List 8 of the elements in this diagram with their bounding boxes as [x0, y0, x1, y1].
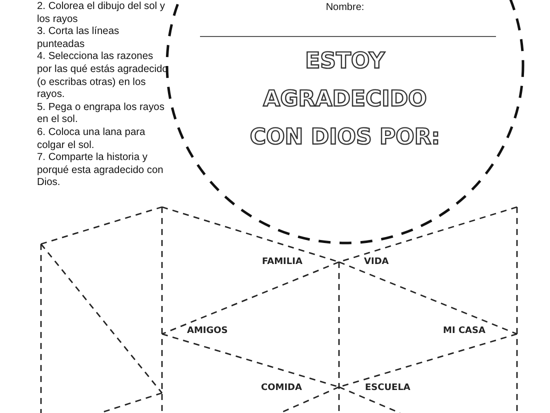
- title: ESTOY AGRADECIDO CON DIOS POR:: [248, 48, 442, 152]
- instruction-text: 6. Coloca una lana para colgar el sol.: [37, 126, 146, 152]
- name-prompt: Nombre:: [324, 2, 366, 14]
- instruction-text: 5. Pega o engrapa los rayos en el sol.: [37, 102, 166, 127]
- instruction-text: 4. Selecciona las razones por las qué estás agradecido (o escribas otras) en los rayos.: [37, 51, 169, 102]
- instruction-text: 7. Comparte la historia y porqué esta agradecido con Dios.: [37, 152, 164, 190]
- instruction-text: 3. Corta las líneas punteadas: [37, 26, 120, 52]
- instruction-text: 2. Colorea el dibujo del sol y los rayos: [37, 1, 166, 26]
